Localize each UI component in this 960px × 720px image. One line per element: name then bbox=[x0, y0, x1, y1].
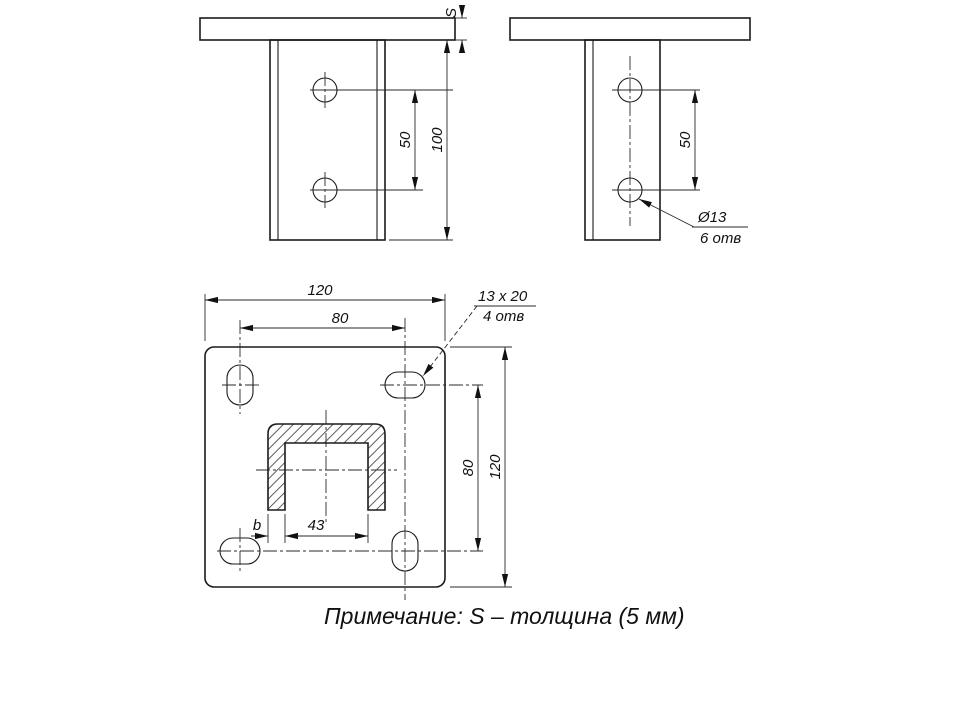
dimension-text-50: 50 bbox=[677, 131, 694, 148]
dimension-text-80-top: 80 bbox=[332, 310, 349, 327]
hole-diameter-text: Ø13 bbox=[697, 209, 727, 226]
dimension-text-b: b bbox=[253, 517, 261, 534]
plan-view: 120 80 80 120 13 x 20 4 отв b 43 bbox=[204, 282, 536, 600]
channel-section-hatched bbox=[267, 423, 386, 511]
drawing-note: Примечание: S – толщина (5 мм) bbox=[324, 603, 685, 629]
slot-count-text: 4 отв bbox=[483, 308, 524, 325]
dimension-text-100: 100 bbox=[429, 127, 446, 153]
dimension-text-80-right: 80 bbox=[460, 459, 477, 476]
leader-line bbox=[422, 305, 478, 377]
front-top-plate bbox=[199, 17, 456, 41]
side-view: 50 Ø13 6 отв bbox=[509, 17, 751, 247]
slot-size-text: 13 x 20 bbox=[478, 288, 528, 305]
front-channel-body bbox=[269, 39, 386, 241]
side-top-plate bbox=[509, 17, 751, 41]
dimension-text-120-top: 120 bbox=[307, 282, 333, 299]
base-plate bbox=[204, 346, 446, 588]
front-view: 50 100 S bbox=[199, 5, 467, 241]
hole-count-text: 6 отв bbox=[700, 230, 741, 247]
thickness-symbol-text: S bbox=[443, 8, 460, 18]
dimension-text-120-right: 120 bbox=[487, 454, 504, 480]
dimension-text-50: 50 bbox=[397, 131, 414, 148]
dimension-text-43: 43 bbox=[308, 517, 325, 534]
side-body bbox=[584, 39, 661, 241]
leader-line bbox=[638, 198, 695, 228]
